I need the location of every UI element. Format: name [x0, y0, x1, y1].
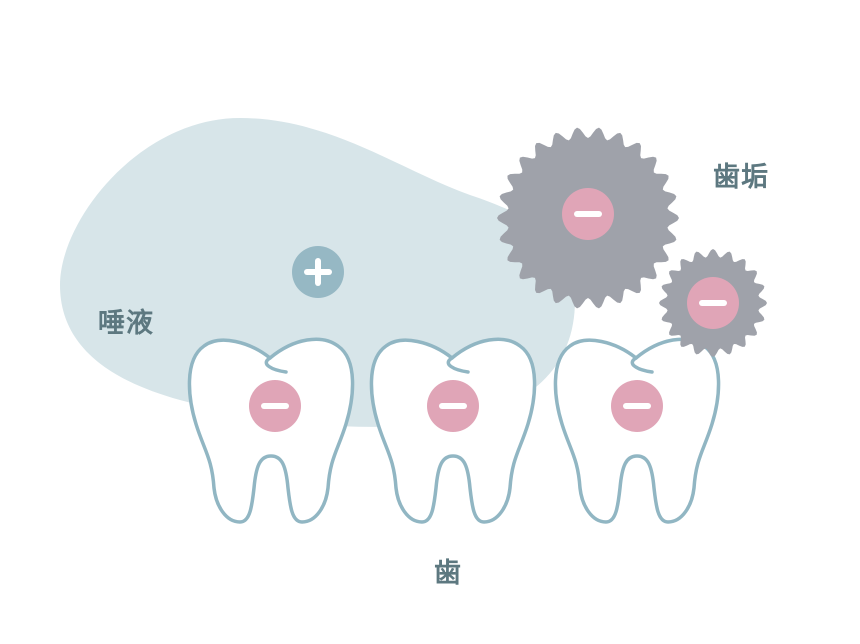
plaque-bacterium-small-icon [659, 249, 767, 357]
positive-charge-icon [292, 246, 344, 298]
teeth-label: 歯 [434, 558, 462, 589]
tooth-1-negative-charge-icon [249, 380, 301, 432]
plaque-label: 歯垢 [713, 162, 769, 193]
tooth-2-negative-charge-icon [427, 380, 479, 432]
saliva-label: 唾液 [98, 308, 154, 339]
plaque-bacterium-large-icon [497, 127, 679, 309]
tooth-3-negative-charge-icon [611, 380, 663, 432]
